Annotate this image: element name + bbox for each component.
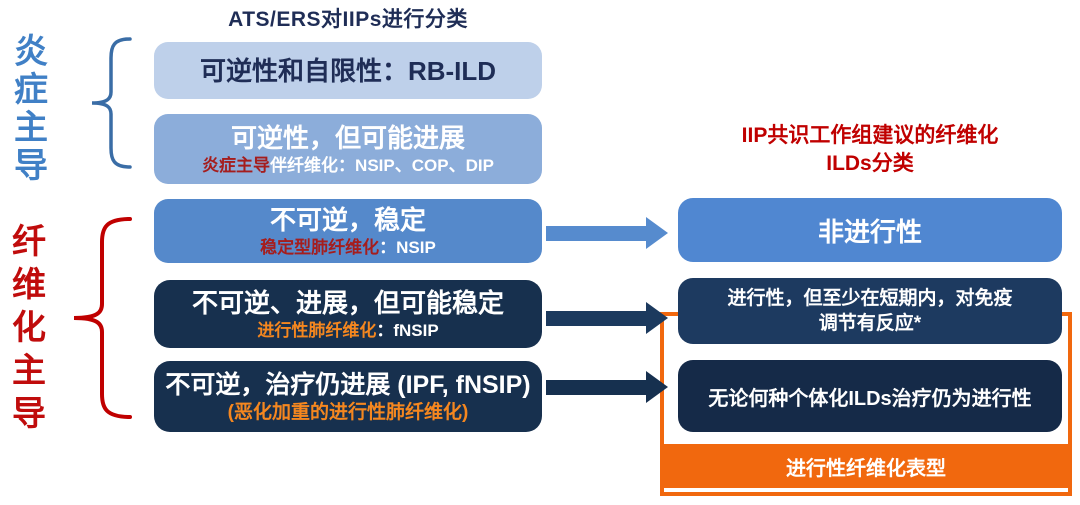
box-sub-text: 稳定型肺纤维化：NSIP — [260, 238, 436, 258]
box-main-text: 无论何种个体化ILDs治疗仍为进行性 — [708, 387, 1032, 410]
progressive-fibrosing-phenotype-bar: 进行性纤维化表型 — [664, 444, 1068, 488]
side-label-inflammation: 炎症主导 — [14, 33, 48, 185]
box-sub-text: 炎症主导伴纤维化：NSIP、COP、DIP — [202, 156, 494, 176]
box-sub-text: (恶化加重的进行性肺纤维化) — [228, 403, 469, 423]
right-panel-title: IIP共识工作组建议的纤维化 ILDs分类 — [678, 122, 1062, 178]
box-progressive-immunomodulation-responsive: 进行性，但至少在短期内，对免疫 调节有反应* — [678, 278, 1062, 344]
right-title-line2: ILDs分类 — [826, 152, 914, 175]
arrow-head-icon — [646, 217, 668, 249]
box-sub-text: 进行性肺纤维化：fNSIP — [257, 321, 438, 341]
box-irreversible-progresses-despite-therapy: 不可逆，治疗仍进展 (IPF, fNSIP) (恶化加重的进行性肺纤维化) — [154, 361, 542, 432]
side-label-fibrosis: 纤维化主导 — [12, 223, 46, 433]
arrow-head-icon — [646, 302, 668, 334]
left-panel-title: ATS/ERS对IIPs进行分类 — [228, 8, 468, 31]
progressive-fibrosing-group-outline: 进行性纤维化表型 — [660, 312, 1072, 496]
box-progressive-despite-individualized-therapy: 无论何种个体化ILDs治疗仍为进行性 — [678, 360, 1062, 432]
arrow-shaft — [546, 225, 646, 241]
box-main-text: 可逆性和自限性：RB-ILD — [199, 55, 497, 86]
box-main-text: 不可逆，治疗仍进展 (IPF, fNSIP) — [165, 371, 531, 399]
arrow-progressive-responsive — [546, 302, 668, 334]
box-reversible-self-limited: 可逆性和自限性：RB-ILD — [154, 42, 542, 99]
box-main-text: 不可逆、进展，但可能稳定 — [191, 287, 504, 318]
right-title-line1: IIP共识工作组建议的纤维化 — [741, 124, 999, 147]
fibrosis-brace-icon — [73, 217, 132, 419]
arrow-progressive-despite-therapy — [546, 371, 668, 403]
box-main-text: 进行性，但至少在短期内，对免疫 调节有反应* — [727, 286, 1012, 336]
box-reversible-may-progress: 可逆性，但可能进展 炎症主导伴纤维化：NSIP、COP、DIP — [154, 114, 542, 184]
box-sub-detail: ：fNSIP — [376, 320, 439, 340]
box-sub-detail: 伴纤维化：NSIP、COP、DIP — [270, 155, 494, 175]
box-non-progressive: 非进行性 — [678, 198, 1062, 262]
box-main-text: 可逆性，但可能进展 — [230, 122, 465, 153]
arrow-shaft — [546, 379, 646, 395]
arrow-head-icon — [646, 371, 668, 403]
box-main-line2: 调节有反应* — [818, 313, 922, 334]
inflammation-brace-icon — [91, 37, 132, 169]
box-main-text: 非进行性 — [817, 216, 922, 247]
box-sub-highlight: 稳定型肺纤维化 — [260, 237, 380, 257]
box-irreversible-progressive-may-stabilize: 不可逆、进展，但可能稳定 进行性肺纤维化：fNSIP — [154, 280, 542, 348]
box-sub-highlight: 进行性肺纤维化 — [257, 320, 377, 340]
box-main-text: 不可逆，稳定 — [269, 204, 426, 235]
box-irreversible-stable: 不可逆，稳定 稳定型肺纤维化：NSIP — [154, 199, 542, 263]
box-sub-highlight: (恶化加重的进行性肺纤维化) — [227, 402, 469, 423]
box-main-line1: 进行性，但至少在短期内，对免疫 — [727, 288, 1013, 309]
box-sub-highlight: 炎症主导 — [202, 155, 271, 175]
arrow-nonprogressive — [546, 217, 668, 249]
arrow-shaft — [546, 310, 646, 326]
box-sub-detail: ：NSIP — [379, 237, 436, 257]
